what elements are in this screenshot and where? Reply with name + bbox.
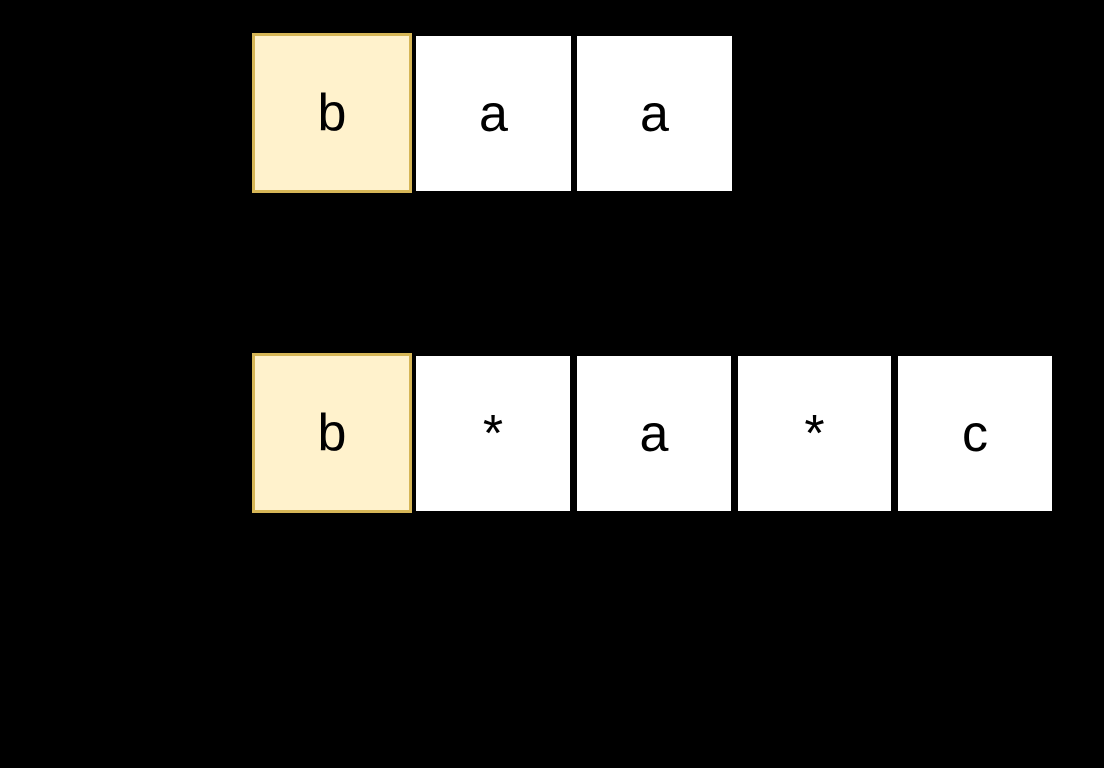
cell-highlighted: b <box>252 353 412 513</box>
cell: * <box>416 356 570 511</box>
cell: * <box>738 356 891 511</box>
cell: c <box>898 356 1052 511</box>
cell: a <box>577 356 731 511</box>
cell: a <box>577 36 732 191</box>
cell-highlighted: b <box>252 33 412 193</box>
cell: a <box>416 36 571 191</box>
